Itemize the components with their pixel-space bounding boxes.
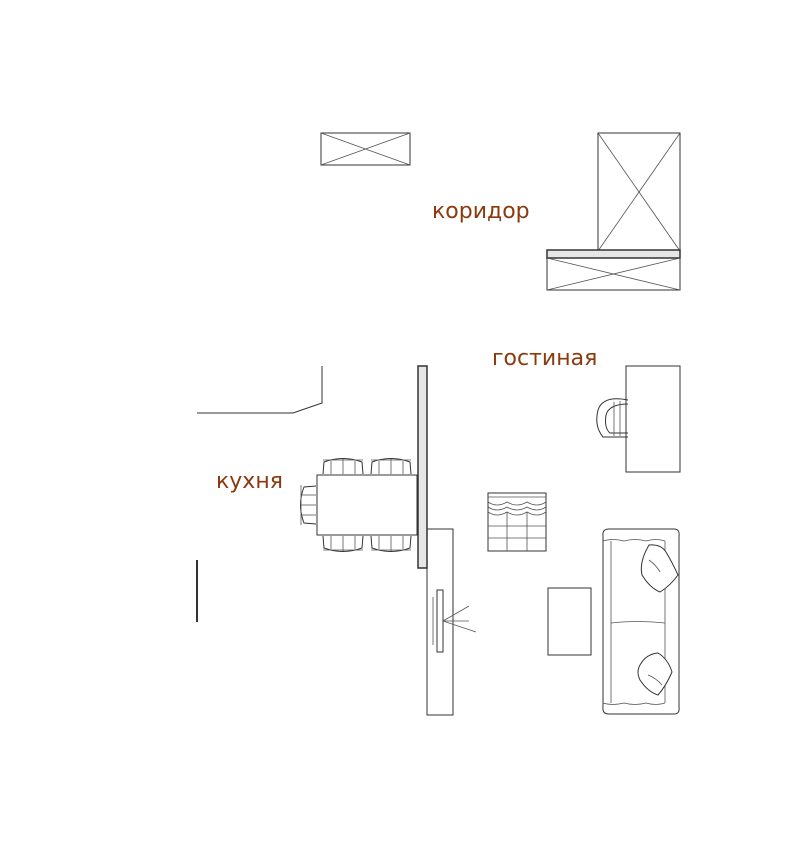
dining-chairs xyxy=(300,458,412,552)
ottoman xyxy=(487,492,547,552)
corridor-wardrobe xyxy=(597,132,681,252)
tv-unit xyxy=(426,528,477,716)
corridor-partition xyxy=(546,249,681,259)
dining-table xyxy=(316,474,418,536)
room-partition xyxy=(417,365,428,569)
room-label-corridor: коридор xyxy=(432,199,530,224)
sofa xyxy=(602,528,680,715)
corridor-shelf xyxy=(320,132,411,166)
desk-chair xyxy=(596,398,629,438)
corridor-cabinet xyxy=(546,257,681,291)
desk xyxy=(625,365,681,473)
kitchen-wall-upper xyxy=(197,366,323,414)
room-label-kitchen: кухня xyxy=(216,469,283,494)
coffee-table xyxy=(547,587,592,656)
room-label-living: гостиная xyxy=(492,346,598,371)
